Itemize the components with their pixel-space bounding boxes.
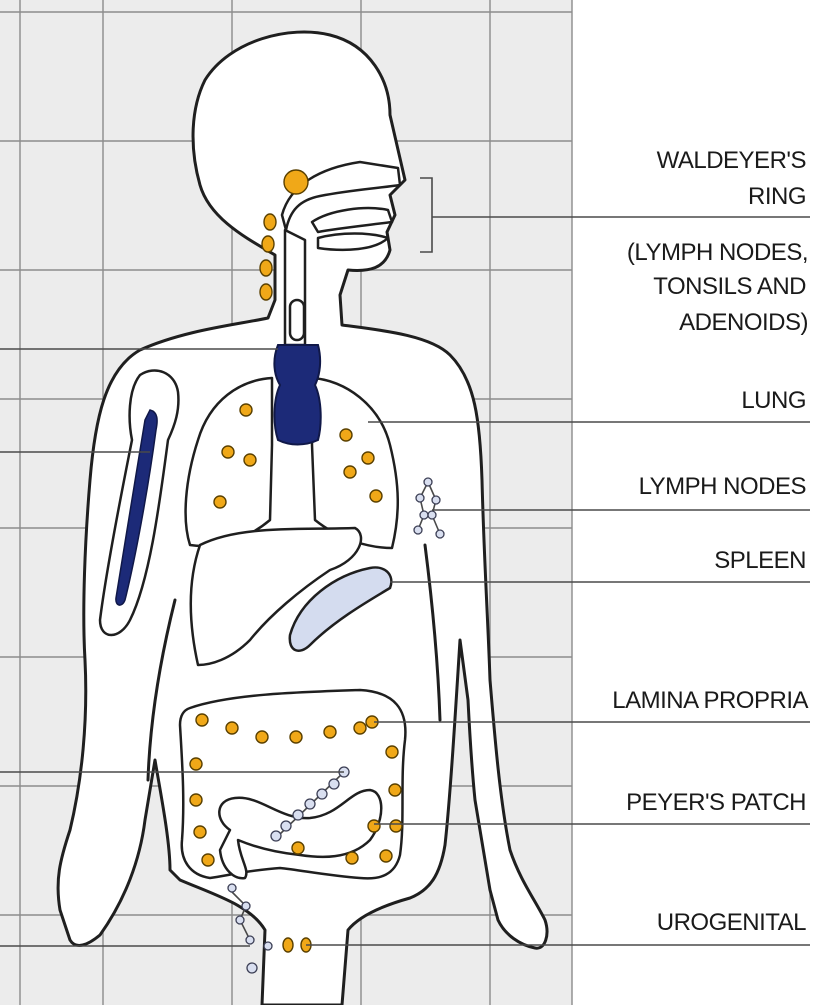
label-lung: LUNG xyxy=(741,387,806,414)
thymus xyxy=(274,345,320,445)
label-lymph-paren-3: ADENOIDS) xyxy=(679,309,808,336)
larynx xyxy=(290,300,304,340)
label-waldeyer-line1: WALDEYER'S xyxy=(657,147,806,174)
label-lymph-paren-1: (LYMPH NODES, xyxy=(627,239,808,266)
label-lamina-propria: LAMINA PROPRIA xyxy=(612,687,808,714)
label-spleen: SPLEEN xyxy=(714,547,806,574)
label-lymph-paren-2: TONSILS AND xyxy=(653,273,806,300)
label-waldeyer-line2: RING xyxy=(748,183,806,210)
label-lymph-nodes: LYMPH NODES xyxy=(639,473,806,500)
diagram-labels: WALDEYER'S RING (LYMPH NODES, TONSILS AN… xyxy=(612,147,808,936)
label-peyers-patch: PEYER'S PATCH xyxy=(626,789,806,816)
label-urogenital: UROGENITAL xyxy=(657,909,806,936)
